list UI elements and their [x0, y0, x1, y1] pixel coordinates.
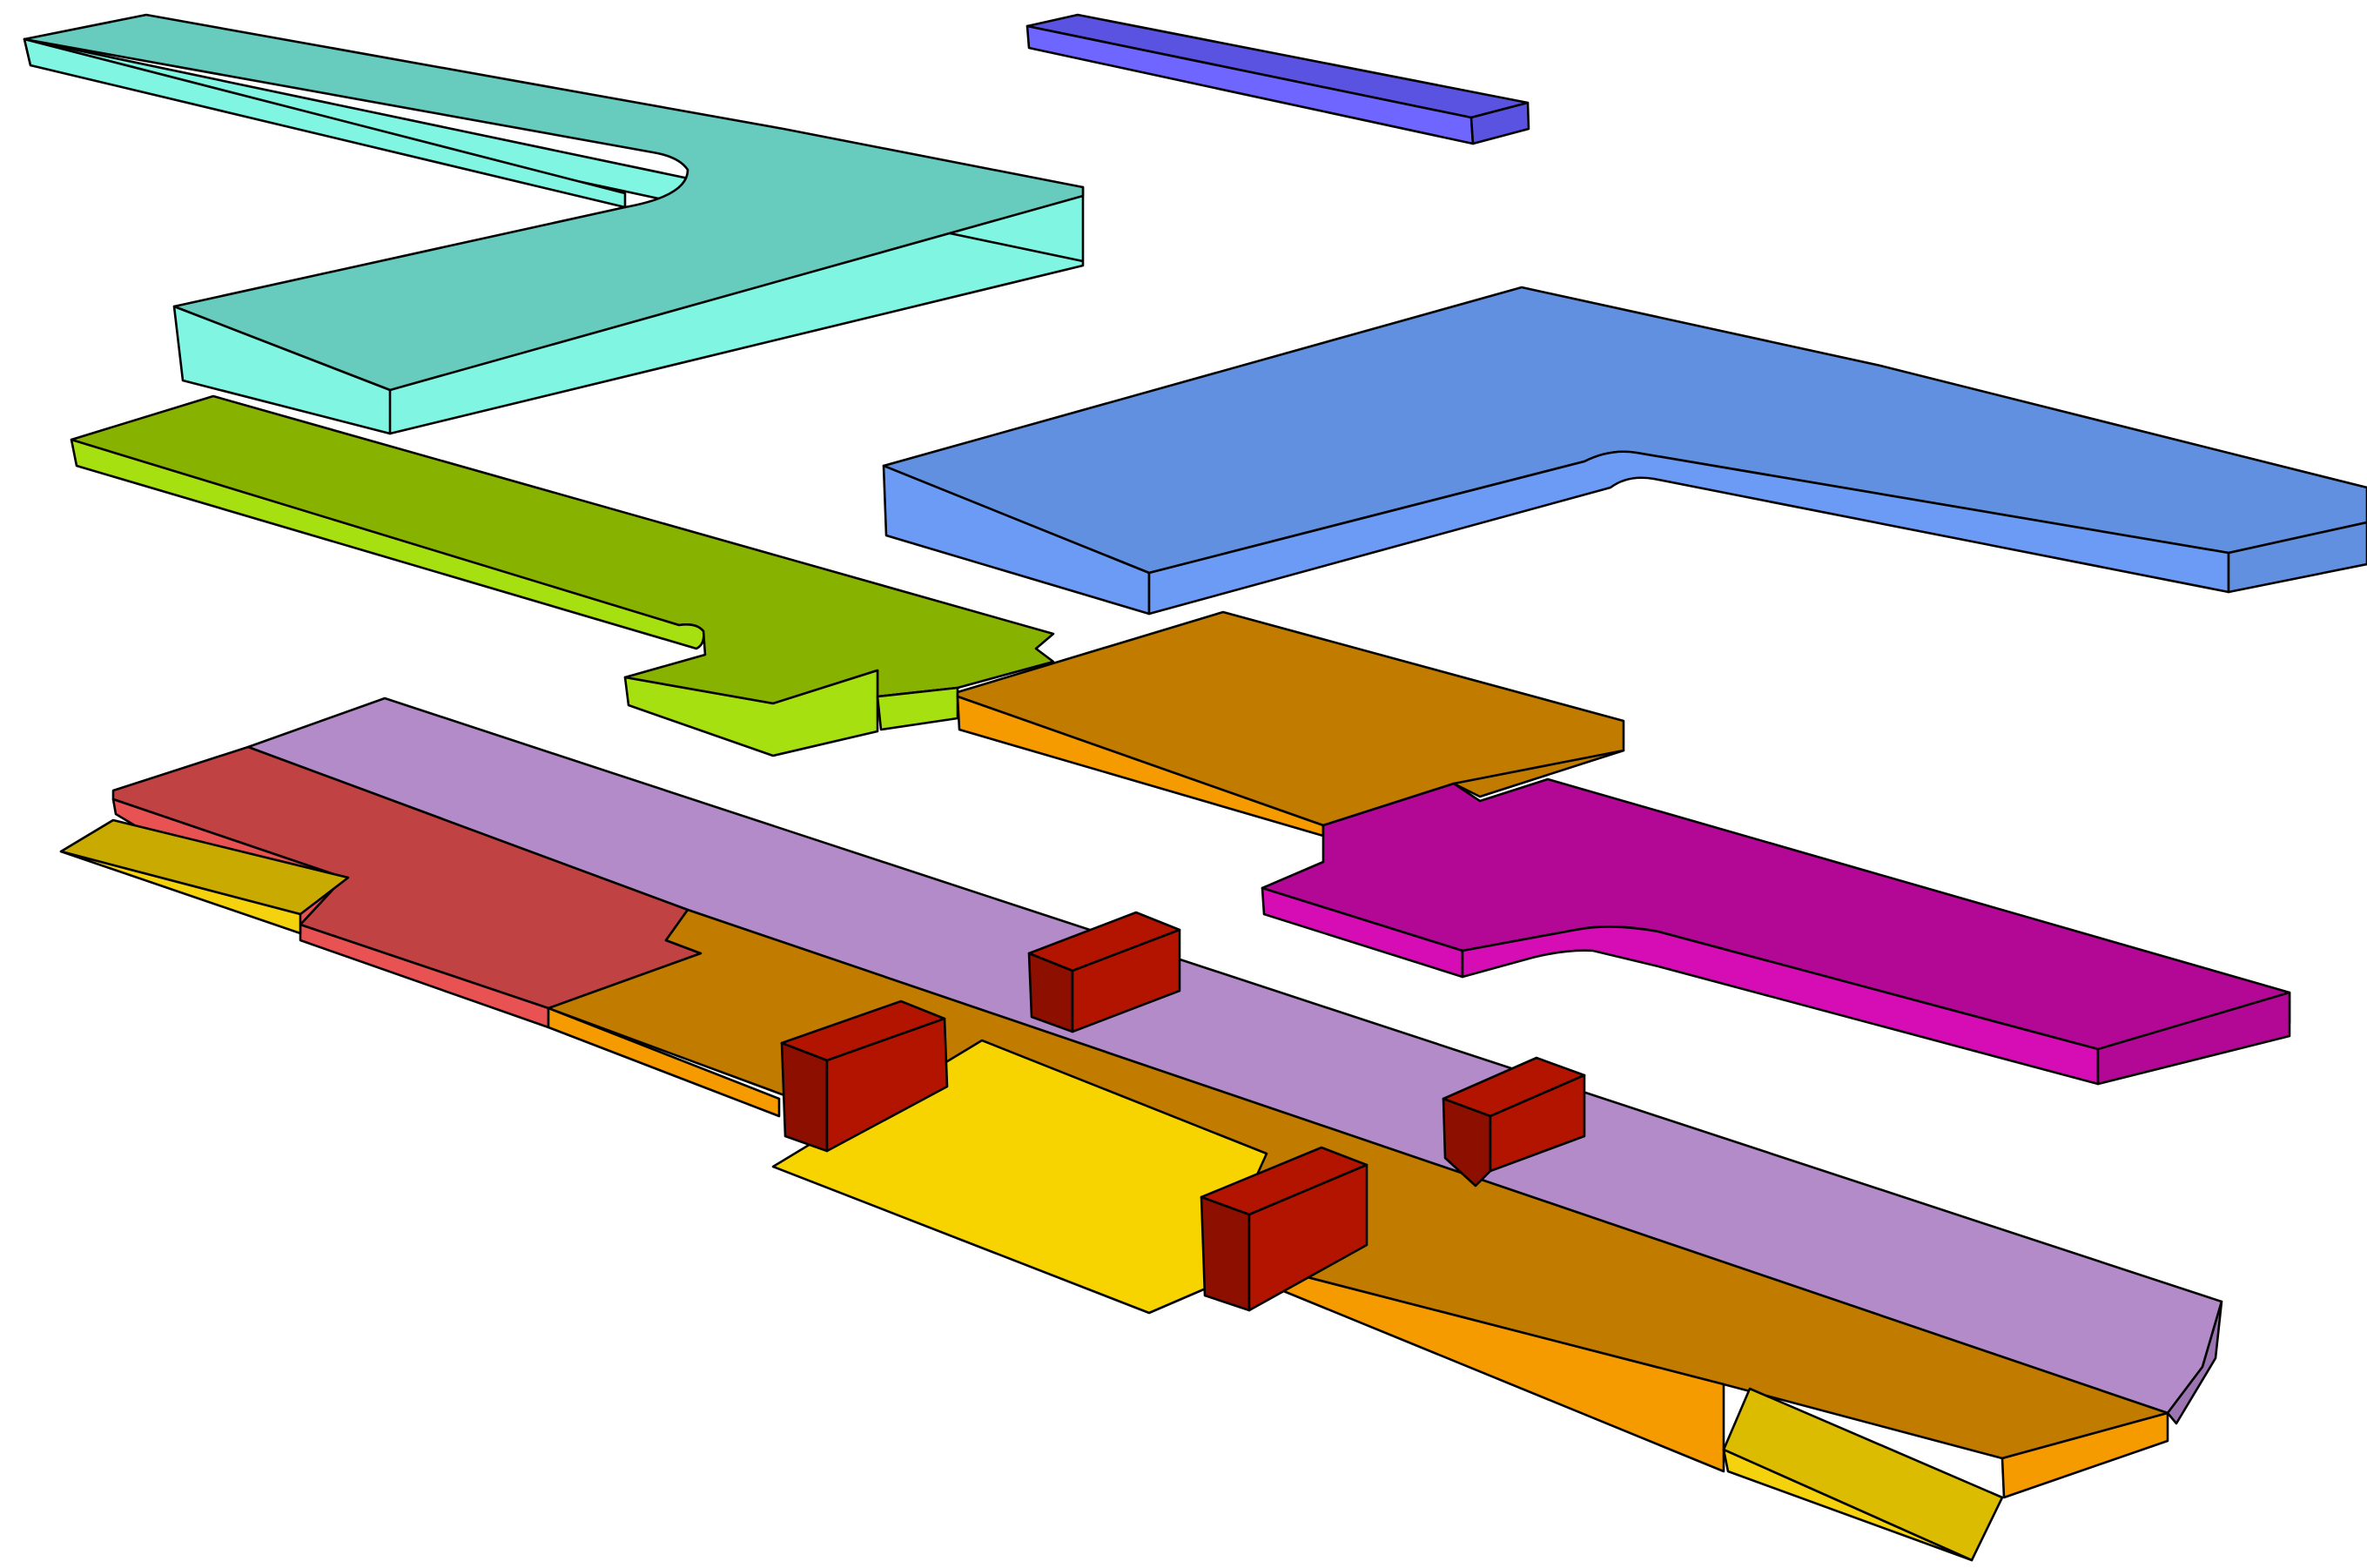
gold-ramp-right [1722, 1387, 2004, 1562]
gold-ramp-left [59, 818, 350, 935]
lilac-block-side [2166, 1300, 2223, 1425]
orange-lower-block-side-end [2001, 1411, 2169, 1499]
pillar-2-front [780, 1041, 829, 1153]
indigo-block [1025, 13, 1530, 145]
gold-ramp-left-side [59, 850, 302, 935]
green-block-side-left [70, 438, 705, 650]
blue-block-top [882, 286, 2367, 575]
magenta-block-side-right [2096, 991, 2291, 1086]
blue-block [882, 286, 2367, 616]
gold-ramp-right-side [1722, 1448, 1974, 1562]
pillar-3 [1442, 1056, 1586, 1188]
pillar-4 [1200, 1146, 1368, 1312]
orange-lower-block-side [547, 1006, 781, 1118]
green-block [70, 394, 1055, 757]
pillar-1 [1027, 911, 1181, 1033]
orange-upper-block [956, 610, 1625, 838]
pillar-3-front [1442, 1097, 1492, 1188]
magenta-block [1261, 777, 2291, 1086]
pillar-2 [780, 999, 949, 1153]
green-block-side-right [876, 686, 959, 731]
pillar-3-side [1489, 1073, 1586, 1173]
cyan-block [23, 13, 1085, 435]
blue-block-side-right [2227, 521, 2367, 594]
green-block-top [70, 394, 1055, 705]
pillar-4-front [1200, 1195, 1251, 1312]
orange-upper-block-side-right [1452, 749, 1625, 798]
pillar-1-side [1071, 928, 1181, 1033]
pillar-2-side [825, 1017, 949, 1153]
cyan-block-front-right [172, 305, 392, 435]
pillar-4-side [1247, 1163, 1368, 1312]
cyan-block-front-left [23, 37, 627, 209]
indigo-block-side-right [1469, 101, 1530, 145]
magenta-block-top [1261, 777, 2291, 1051]
